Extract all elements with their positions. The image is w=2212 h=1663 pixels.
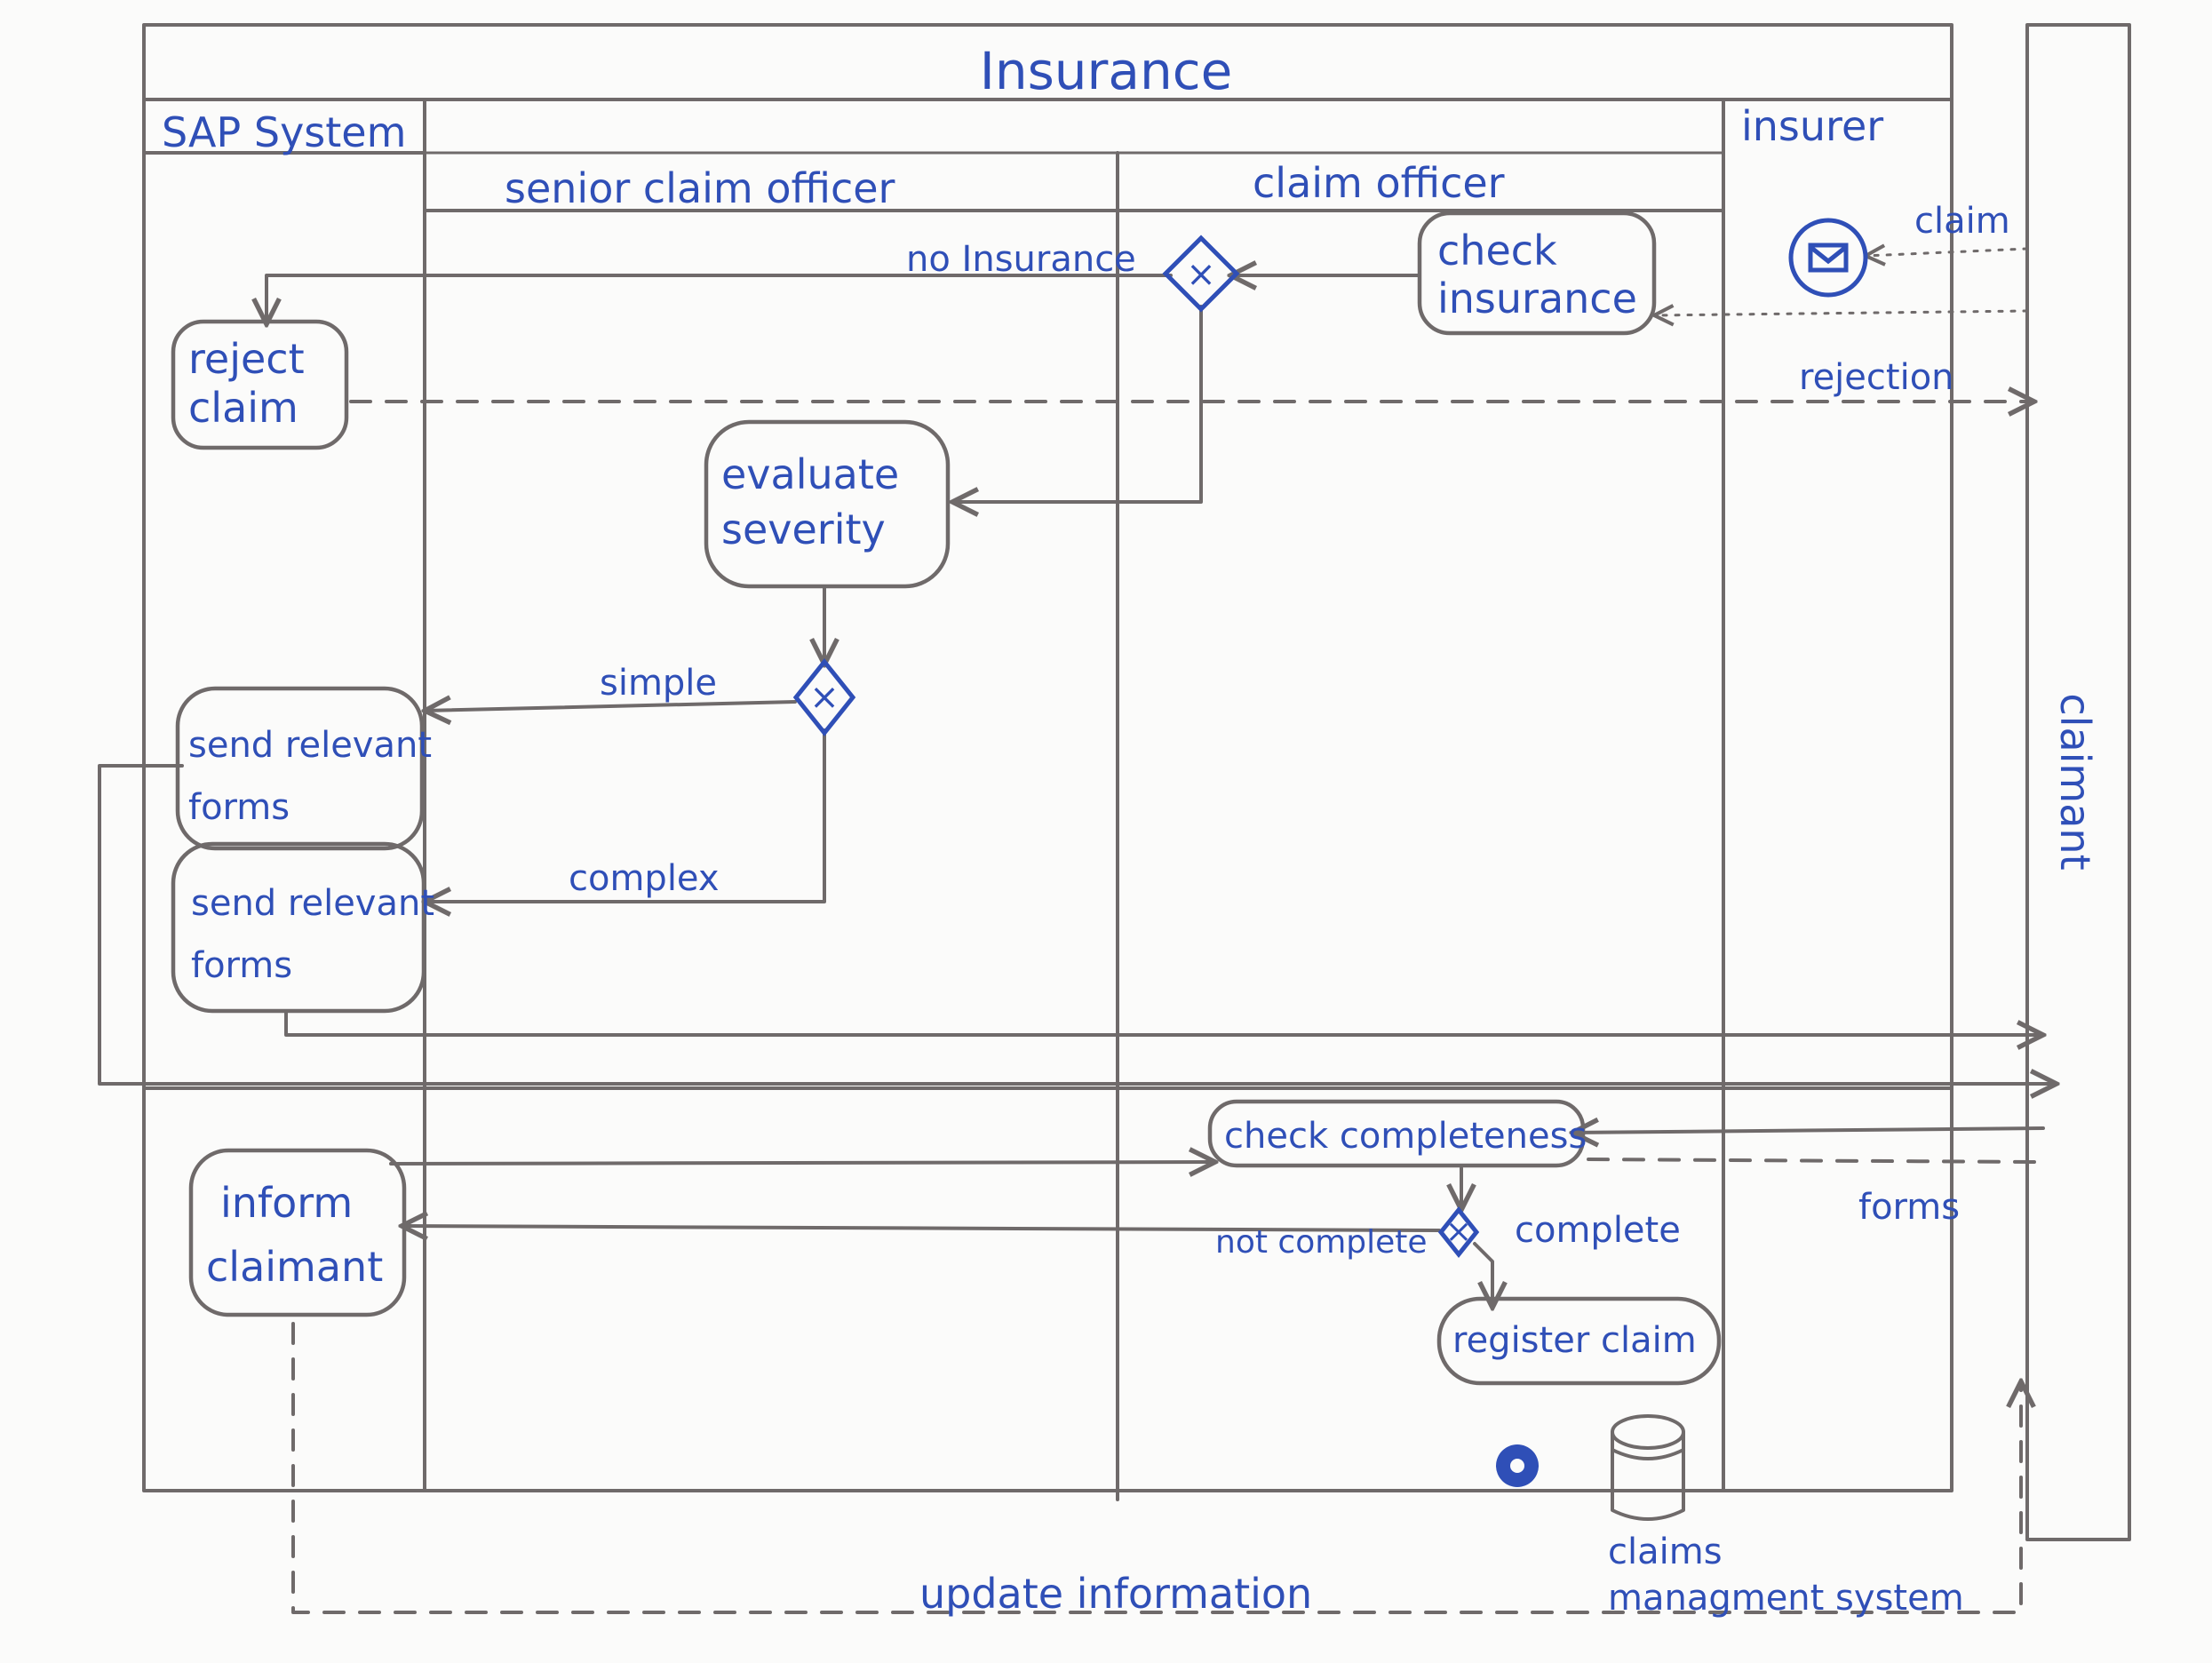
flow-label-simple: simple [600, 663, 717, 704]
flow-label-complex: complex [569, 858, 720, 899]
message-flows [98, 249, 2057, 1614]
pool-title-insurance: Insurance [980, 41, 1233, 101]
task-label-line-1: send relevant [191, 883, 434, 924]
pool-title-claimant: claimant [2051, 693, 2099, 870]
task-send-forms-simple: send relevant forms [175, 686, 432, 851]
task-label-line-2: claimant [206, 1243, 383, 1291]
end-event [1496, 1444, 1539, 1487]
task-label-line-2: insurance [1437, 275, 1637, 322]
task-label-line-2: forms [191, 945, 292, 986]
task-send-forms-complex: send relevant forms [171, 841, 434, 1014]
message-label-update-information: update information [919, 1570, 1312, 1618]
task-label-line-1: evaluate [721, 450, 899, 498]
task-check-completeness: check completeness [1207, 1099, 1587, 1168]
task-label-line-1: send relevant [188, 725, 432, 766]
insurance-pool: Insurance [142, 23, 1953, 1492]
gateway-severity: × [792, 657, 856, 737]
task-label-line-2: claim [188, 384, 298, 432]
message-label-claim: claim [1914, 201, 2010, 242]
task-label-line-1: reject [188, 335, 305, 383]
message-label-rejection: rejection [1799, 357, 1954, 398]
task-check-insurance: check insurance [1417, 211, 1657, 336]
task-label-line-1: inform [220, 1179, 353, 1227]
data-store-claims: claims managment system [1608, 1414, 1964, 1619]
sequence-flows [267, 275, 1492, 1308]
flow-label-no-insurance: no Insurance [906, 239, 1136, 280]
task-evaluate-severity: evaluate severity [704, 419, 951, 589]
task-label: check completeness [1224, 1116, 1587, 1157]
lane-dividers [142, 98, 1953, 1501]
flow-label-complete: complete [1515, 1210, 1681, 1251]
lane-label-senior-claim-officer: senior claim officer [505, 164, 895, 212]
lane-label-sap-system: SAP System [162, 108, 406, 156]
exclusive-gateway-icon: × [1445, 1213, 1472, 1250]
task-label-line-2: severity [721, 505, 886, 553]
insurance-pool-border [142, 23, 1953, 1492]
lane-label-insurer: insurer [1741, 102, 1883, 150]
flow-label-not-complete: not complete [1215, 1224, 1428, 1261]
gateway-completeness: × [1437, 1205, 1480, 1259]
lane-label-claim-officer: claim officer [1253, 159, 1505, 207]
exclusive-gateway-icon: × [1186, 254, 1216, 295]
data-store-label-line-2: managment system [1608, 1578, 1964, 1619]
task-inform-claimant: inform claimant [188, 1148, 407, 1317]
exclusive-gateway-icon: × [809, 677, 839, 718]
data-store-label-line-1: claims [1608, 1532, 1723, 1572]
start-event-claim [1788, 218, 1868, 298]
task-label: register claim [1452, 1320, 1697, 1361]
message-label-forms: forms [1858, 1187, 1960, 1228]
claimant-pool-border [2025, 23, 2131, 1541]
task-label-line-1: check [1437, 227, 1557, 275]
database-icon [1611, 1414, 1685, 1521]
claimant-pool: claimant [2025, 23, 2131, 1541]
task-label-line-2: forms [188, 787, 290, 828]
task-register-claim: register claim [1436, 1296, 1722, 1386]
gateway-insurance: × [1162, 235, 1240, 313]
envelope-icon [1808, 243, 1849, 273]
task-reject-claim: reject claim [171, 319, 349, 450]
